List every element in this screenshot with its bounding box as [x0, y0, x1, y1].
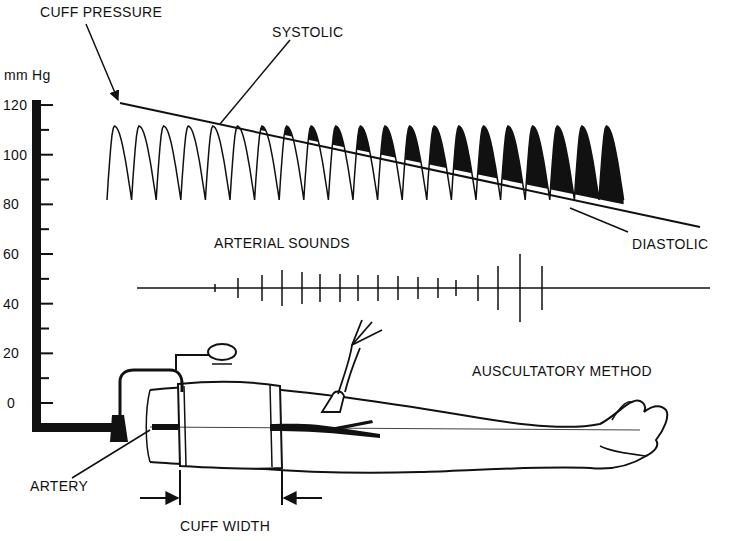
axis-tick: [41, 328, 49, 330]
sound-tick: [541, 266, 543, 310]
gauge-bulb: [110, 344, 236, 442]
axis-tick: [41, 303, 53, 305]
sound-tick: [377, 275, 379, 301]
sound-tick: [455, 280, 457, 296]
axis-number: 0: [7, 396, 15, 410]
axis-tick: [41, 352, 53, 354]
axis-tick: [41, 228, 49, 230]
sound-tick: [437, 278, 439, 298]
axis-tick: [41, 129, 49, 131]
axis-tick: [41, 377, 49, 379]
axis-tick: [41, 253, 53, 255]
sound-tick: [214, 284, 216, 292]
callout-label: DIASTOLIC: [632, 237, 708, 251]
flow-fill: [107, 126, 624, 260]
method-title: AUSCULTATORY METHOD: [472, 364, 652, 378]
axis-tick: [41, 278, 49, 280]
dimension-label: CUFF WIDTH: [180, 519, 270, 533]
leader-line: [220, 40, 290, 124]
leader-line: [570, 208, 628, 232]
stethoscope: [322, 320, 382, 412]
sound-tick: [261, 275, 263, 301]
axis-number: 120: [3, 98, 27, 112]
sound-tick: [497, 266, 499, 310]
cuff-pressure-line: [120, 103, 700, 227]
axis-tick: [41, 203, 53, 205]
leader-line: [86, 24, 118, 100]
axis-number: 20: [3, 346, 19, 360]
axis-number: 40: [3, 297, 19, 311]
cuff-width-arrows: [140, 470, 322, 505]
sound-tick: [417, 277, 419, 299]
callout-label: ARTERY: [30, 479, 88, 493]
sound-tick: [397, 276, 399, 300]
sound-tick: [519, 254, 521, 322]
sound-tick: [319, 274, 321, 302]
axis-number: 60: [3, 247, 19, 261]
pressure-wave: [107, 126, 624, 200]
axis-tick: [41, 179, 49, 181]
callout-label: CUFF PRESSURE: [40, 5, 162, 19]
axis-tick: [41, 154, 53, 156]
axis-tick: [41, 402, 53, 404]
manometer-column: [32, 100, 114, 432]
axis-number: 80: [3, 197, 19, 211]
trace-label: ARTERIAL SOUNDS: [214, 236, 350, 250]
sound-tick: [339, 274, 341, 302]
artery: [150, 420, 640, 438]
axis-number: 100: [3, 148, 27, 162]
cuff: [178, 382, 282, 469]
leader-line: [72, 430, 150, 478]
sound-tick: [477, 275, 479, 301]
sound-tick: [357, 275, 359, 301]
axis-unit: mm Hg: [4, 68, 51, 82]
sound-tick: [281, 270, 283, 306]
arterial-sounds: [137, 254, 710, 322]
sound-tick: [301, 272, 303, 304]
axis-tick: [41, 104, 53, 106]
pressure-waveform: [107, 126, 624, 260]
sound-tick: [237, 278, 239, 298]
callout-label: SYSTOLIC: [272, 25, 343, 39]
